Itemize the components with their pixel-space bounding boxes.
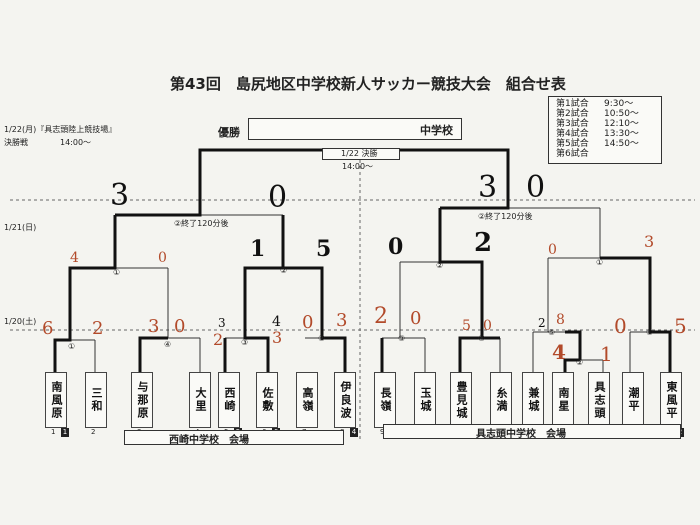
seed-badge: 4	[350, 428, 358, 437]
schedule-label: 第6試合	[556, 149, 589, 159]
match-marker: ①	[646, 328, 654, 337]
match-marker: ③	[398, 334, 406, 343]
score: 0	[410, 308, 422, 329]
score: 0	[174, 316, 186, 337]
page-title: 第43回 島尻地区中学校新人サッカー競技大会 組合せ表	[170, 75, 566, 93]
match-marker: ③	[241, 338, 249, 347]
score: 4	[552, 340, 566, 364]
match-marker: ①	[68, 342, 76, 351]
schedule-box	[548, 96, 662, 164]
score: 5	[316, 236, 332, 262]
venue-box-right: 具志頭中学校 会場	[383, 424, 681, 440]
overtime-note-left: ②終了120分後	[174, 219, 229, 228]
match-marker: ②	[318, 334, 326, 343]
score: 0	[526, 170, 546, 205]
round1-date: 1/20(土)	[4, 317, 37, 326]
team-box: 大里	[189, 372, 211, 428]
score: 3	[336, 310, 348, 331]
champion-label: 優勝	[218, 126, 240, 139]
match-marker: ②	[436, 261, 444, 270]
score: 4	[70, 250, 79, 266]
overtime-note-right: ②終了120分後	[478, 212, 533, 221]
team-number: 1	[51, 428, 56, 436]
team-box: 高嶺	[296, 372, 318, 428]
team-box: 佐敷	[256, 372, 278, 428]
score: 2	[538, 316, 546, 330]
score: 1	[250, 236, 266, 262]
team-box: 西崎	[218, 372, 240, 428]
score: 5	[462, 318, 471, 334]
team-box: 三和	[85, 372, 107, 428]
seed-badge: 1	[61, 428, 69, 437]
schedule-label: 第2試合	[556, 109, 589, 119]
venue-right: 具志頭中学校 会場	[476, 429, 566, 440]
team-box: 与那原	[131, 372, 153, 428]
final-date-venue: 1/22(月)『具志頭陸上競技場』	[4, 125, 117, 134]
score: 0	[158, 250, 167, 266]
team-box: 糸満	[490, 372, 512, 428]
final-box-time: 14:00～	[342, 162, 374, 171]
match-marker: ④	[164, 340, 172, 349]
score: 0	[302, 312, 314, 333]
final-box: 1/22 決勝	[322, 148, 400, 160]
match-marker: ②	[576, 358, 584, 367]
team-box: 長嶺	[374, 372, 396, 428]
score: 3	[148, 316, 160, 337]
final-box-label: 1/22 決勝	[341, 149, 378, 158]
final-time: 14:00～	[60, 138, 92, 147]
score: 2	[92, 318, 104, 339]
match-marker: ①	[596, 258, 604, 267]
schedule-time: 9:30～	[604, 99, 634, 109]
score: 4	[272, 314, 281, 330]
score: 3	[218, 316, 226, 330]
score: 8	[556, 312, 565, 328]
schedule-time: 12:10～	[604, 119, 639, 129]
team-box: 兼城	[522, 372, 544, 428]
score: 3	[272, 328, 283, 347]
final-label: 決勝戦	[4, 138, 28, 147]
schedule-label: 第4試合	[556, 129, 589, 139]
score: 1	[600, 342, 613, 366]
schedule-label: 第5試合	[556, 139, 589, 149]
venue-left: 西崎中学校 会場	[169, 435, 249, 446]
score: 6	[42, 318, 54, 339]
team-box: 伊良波	[334, 372, 356, 428]
schedule-label: 第1試合	[556, 99, 589, 109]
score: 0	[268, 180, 288, 215]
team-box: 具志頭	[588, 372, 610, 428]
champion-box: 中学校	[248, 118, 462, 140]
team-number: 2	[91, 428, 96, 436]
team-box: 玉城	[414, 372, 436, 428]
team-number: 9	[380, 428, 384, 436]
team-box: 東風平	[660, 372, 682, 428]
score: 0	[614, 314, 627, 338]
score: 0	[548, 242, 557, 258]
team-box: 潮平	[622, 372, 644, 428]
score: 5	[674, 314, 687, 338]
score: 2	[374, 304, 388, 329]
score: 0	[388, 234, 404, 260]
venue-box-left: 西崎中学校 会場	[124, 430, 344, 446]
score: 3	[478, 170, 498, 205]
match-marker: ②	[280, 266, 288, 275]
match-marker: ④	[478, 334, 486, 343]
champion-suffix: 中学校	[420, 124, 453, 137]
match-marker: ①	[113, 268, 121, 277]
round2-date: 1/21(日)	[4, 223, 37, 232]
schedule-label: 第3試合	[556, 119, 589, 129]
score: 3	[110, 178, 130, 213]
score: 3	[644, 232, 655, 251]
team-box: 南星	[552, 372, 574, 428]
schedule-time: 14:50～	[604, 139, 639, 149]
team-box: 豊見城	[450, 372, 472, 428]
score: 2	[474, 228, 493, 258]
score: 0	[483, 318, 492, 334]
team-box: 南風原	[45, 372, 67, 428]
schedule-time: 13:30～	[604, 129, 639, 139]
score: 2	[213, 330, 224, 349]
match-marker: ⑤	[548, 328, 556, 337]
schedule-time: 10:50～	[604, 109, 639, 119]
